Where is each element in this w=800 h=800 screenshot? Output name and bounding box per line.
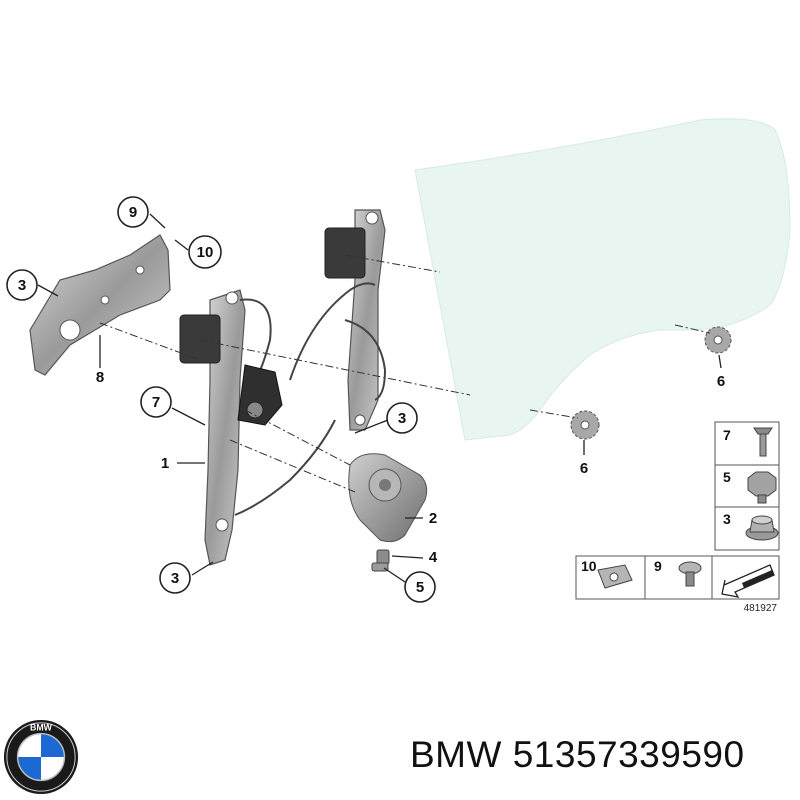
svg-text:9: 9 — [129, 204, 137, 221]
svg-text:7: 7 — [152, 394, 160, 411]
callout-3-right: 3 — [386, 402, 418, 434]
bmw-logo-icon: BMW — [3, 719, 79, 795]
leader-lines — [99, 254, 711, 493]
parts-table-column: 7 5 3 — [714, 421, 780, 551]
table-label-7: 7 — [723, 427, 731, 443]
callout-9: 9 — [117, 196, 149, 228]
cable-pulley-housing — [237, 364, 283, 426]
svg-text:5: 5 — [416, 579, 424, 596]
bracket-part-8 — [29, 234, 171, 376]
sprocket-upper-6 — [704, 326, 732, 354]
callout-10: 10 — [188, 235, 222, 269]
callout-3-left: 3 — [6, 269, 38, 301]
parts-table-row: 10 9 — [575, 555, 780, 600]
svg-text:3: 3 — [171, 570, 179, 587]
stud-icon — [753, 427, 773, 457]
callout-2: 2 — [429, 510, 437, 527]
window-motor-part-2 — [348, 453, 428, 543]
table-label-3: 3 — [723, 511, 731, 527]
clip-nut-icon — [597, 564, 633, 589]
callout-leaders — [37, 213, 722, 583]
callout-4: 4 — [429, 549, 438, 566]
callout-5: 5 — [404, 571, 436, 603]
callout-7: 7 — [140, 386, 172, 418]
hex-bolt-icon — [747, 471, 777, 504]
svg-text:10: 10 — [197, 244, 214, 261]
door-glass — [414, 118, 791, 441]
bolt-part-4 — [371, 549, 390, 572]
callout-6-lower: 6 — [580, 460, 588, 477]
table-label-9: 9 — [654, 558, 662, 574]
svg-text:3: 3 — [18, 277, 26, 294]
callout-1: 1 — [161, 455, 169, 472]
sprocket-lower-6 — [570, 410, 600, 440]
logo-lettering: BMW — [30, 723, 53, 733]
svg-text:3: 3 — [398, 410, 406, 427]
flange-nut-icon — [745, 515, 779, 541]
callout-3-bottom: 3 — [159, 562, 191, 594]
orientation-arrow-icon — [721, 564, 775, 598]
callout-8: 8 — [96, 369, 104, 386]
callout-6-upper: 6 — [717, 373, 725, 390]
front-regulator-rail — [179, 289, 246, 566]
brand-part-number: BMW 51357339590 — [410, 734, 745, 776]
table-label-5: 5 — [723, 469, 731, 485]
reference-number: 481927 — [744, 603, 778, 614]
brand-name: BMW — [410, 734, 502, 775]
part-number: 51357339590 — [512, 734, 745, 775]
screw-icon — [678, 561, 702, 587]
rear-regulator-rail — [324, 209, 386, 431]
table-label-10: 10 — [581, 558, 597, 574]
